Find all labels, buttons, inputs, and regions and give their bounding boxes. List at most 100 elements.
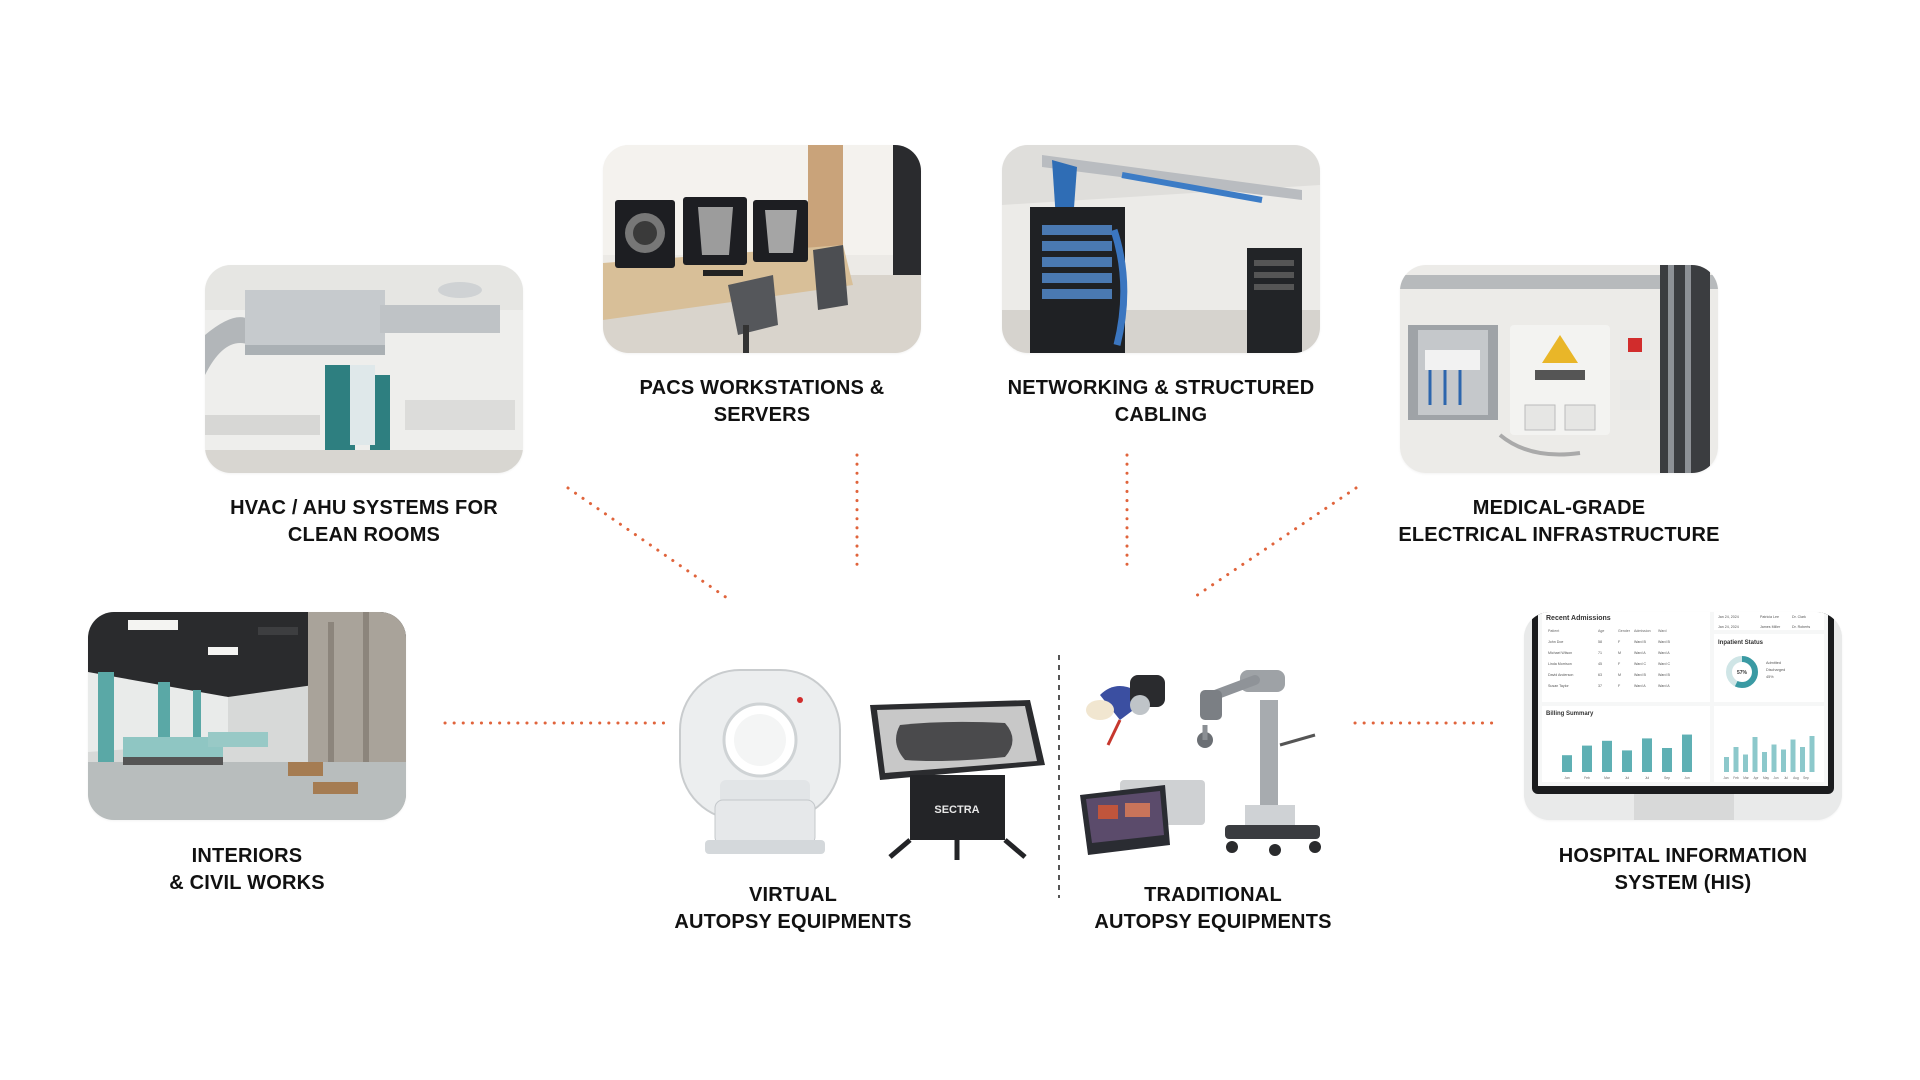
admissions-title: Recent Admissions <box>1546 615 1611 622</box>
admissions-header: Patient <box>1548 629 1559 633</box>
hvac-label: HVAC / AHU SYSTEMS FOR CLEAN ROOMS <box>204 495 524 549</box>
billing-month: Feb <box>1584 776 1590 780</box>
pacs-image-card <box>603 145 921 353</box>
interiors-label-line2: & CIVIL WORKS <box>169 872 325 894</box>
electrical-label: MEDICAL-GRADE ELECTRICAL INFRASTRUCTURE <box>1384 495 1734 549</box>
admissions-header: Gender <box>1618 629 1631 633</box>
admissions-cell: F <box>1618 662 1621 666</box>
billing-month: Mar <box>1604 776 1611 780</box>
pacs-label-line2: SERVERS <box>713 404 811 426</box>
traditional-label-line2: AUTOPSY EQUIPMENTS <box>1094 911 1332 933</box>
his-label-line2: SYSTEM (HIS) <box>1614 872 1752 894</box>
virtual-label-line2: AUTOPSY EQUIPMENTS <box>674 911 912 933</box>
side-bar <box>1790 739 1796 772</box>
donut-value: 57% <box>1737 670 1748 676</box>
side-bar <box>1809 736 1815 772</box>
connector-electrical <box>1191 486 1358 600</box>
side-month: May <box>1763 776 1769 780</box>
side-bar <box>1800 747 1805 772</box>
donut-arc <box>1726 656 1758 688</box>
admissions-cell: Linda Morrison <box>1548 662 1572 666</box>
networking-label-line1: NETWORKING & STRUCTURED <box>1007 377 1315 399</box>
side-month: Aug <box>1793 776 1799 780</box>
admissions-cell: 71 <box>1598 651 1602 655</box>
networking-label: NETWORKING & STRUCTURED CABLING <box>986 375 1336 429</box>
server-rack-photo-icon <box>1002 145 1320 353</box>
pacs-label-line1: PACS WORKSTATIONS & <box>639 377 885 399</box>
interiors-label: INTERIORS & CIVIL WORKS <box>97 843 397 897</box>
billing-title: Billing Summary <box>1546 711 1594 717</box>
side-month: Jun <box>1773 776 1778 780</box>
sectra-brand-text: SECTRA <box>934 804 979 816</box>
admissions-cell: Ward C <box>1634 662 1646 666</box>
side-bar <box>1743 754 1748 772</box>
billing-bar <box>1562 755 1572 772</box>
admissions-cell: 63 <box>1598 673 1602 677</box>
admissions-header: Age <box>1598 629 1604 633</box>
top-right-cell: Dr. Roberts <box>1792 625 1810 629</box>
pacs-workstation-photo-icon <box>603 145 921 353</box>
admissions-cell: Ward B <box>1634 673 1646 677</box>
admissions-cell: M <box>1618 651 1621 655</box>
electrical-label-line2: ELECTRICAL INFRASTRUCTURE <box>1398 524 1720 546</box>
billing-bar <box>1662 748 1672 772</box>
electrical-panel-photo-icon <box>1400 265 1718 473</box>
networking-label-line2: CABLING <box>1114 404 1208 426</box>
saw-and-camera-arm-photo-icon <box>1080 670 1321 856</box>
ct-scanner-and-table-photo-icon: SECTRA <box>679 669 1045 860</box>
virtual-label: VIRTUAL AUTOPSY EQUIPMENTS <box>643 882 943 936</box>
hvac-duct-photo-icon <box>205 265 523 473</box>
side-month: Mar <box>1743 776 1749 780</box>
networking-image-card <box>1002 145 1320 353</box>
side-bar <box>1771 744 1777 772</box>
admissions-cell: Ward A <box>1658 651 1670 655</box>
side-bar <box>1724 757 1729 772</box>
top-right-cell: Jan 24, 2024 <box>1718 615 1739 619</box>
billing-month: Jan <box>1564 776 1570 780</box>
billing-month: Jun <box>1684 776 1690 780</box>
side-chart-panel <box>1714 706 1824 782</box>
traditional-autopsy-equipment <box>1080 665 1350 870</box>
side-bar <box>1752 737 1758 772</box>
billing-month: Jul <box>1625 776 1630 780</box>
top-right-panel <box>1714 612 1824 630</box>
admissions-cell: John Doe <box>1548 640 1563 644</box>
hvac-image-card <box>205 265 523 473</box>
billing-bar <box>1602 740 1612 772</box>
billing-bar <box>1582 745 1592 772</box>
hvac-label-line1: HVAC / AHU SYSTEMS FOR <box>230 497 498 519</box>
inpatient-legend-item: Admitted <box>1766 661 1781 665</box>
admissions-cell: F <box>1618 640 1621 644</box>
virtual-autopsy-equipment: SECTRA <box>675 665 1045 870</box>
hospital-ward-photo-icon <box>88 612 406 820</box>
admissions-cell: Ward A <box>1634 651 1646 655</box>
billing-bar <box>1682 734 1692 772</box>
admissions-cell: Susan Taylor <box>1548 684 1570 688</box>
billing-bar <box>1642 738 1652 772</box>
side-month: Feb <box>1733 776 1739 780</box>
admissions-cell: David Anderson <box>1548 673 1573 677</box>
interiors-label-line1: INTERIORS <box>191 845 303 867</box>
admissions-header: Admission <box>1634 629 1651 633</box>
interiors-image-card <box>88 612 406 820</box>
side-bar <box>1762 752 1767 772</box>
admissions-panel <box>1542 612 1710 702</box>
side-bar <box>1733 747 1739 772</box>
billing-month: Sep <box>1664 776 1670 780</box>
admissions-cell: Ward A <box>1658 684 1670 688</box>
traditional-label: TRADITIONAL AUTOPSY EQUIPMENTS <box>1063 882 1363 936</box>
top-right-cell: Patricia Lee <box>1760 615 1779 619</box>
side-month: Jul <box>1784 776 1788 780</box>
admissions-cell: Ward B <box>1658 673 1670 677</box>
his-label: HOSPITAL INFORMATION SYSTEM (HIS) <box>1533 843 1833 897</box>
admissions-cell: Ward C <box>1658 662 1670 666</box>
billing-bar <box>1622 750 1632 772</box>
admissions-cell: Ward A <box>1634 684 1646 688</box>
connector-hvac <box>566 486 729 600</box>
admissions-cell: Michael Wilson <box>1548 651 1572 655</box>
virtual-label-line1: VIRTUAL <box>748 884 838 906</box>
inpatient-title: Inpatient Status <box>1718 640 1764 646</box>
inpatient-legend-item: 45% <box>1766 675 1774 679</box>
